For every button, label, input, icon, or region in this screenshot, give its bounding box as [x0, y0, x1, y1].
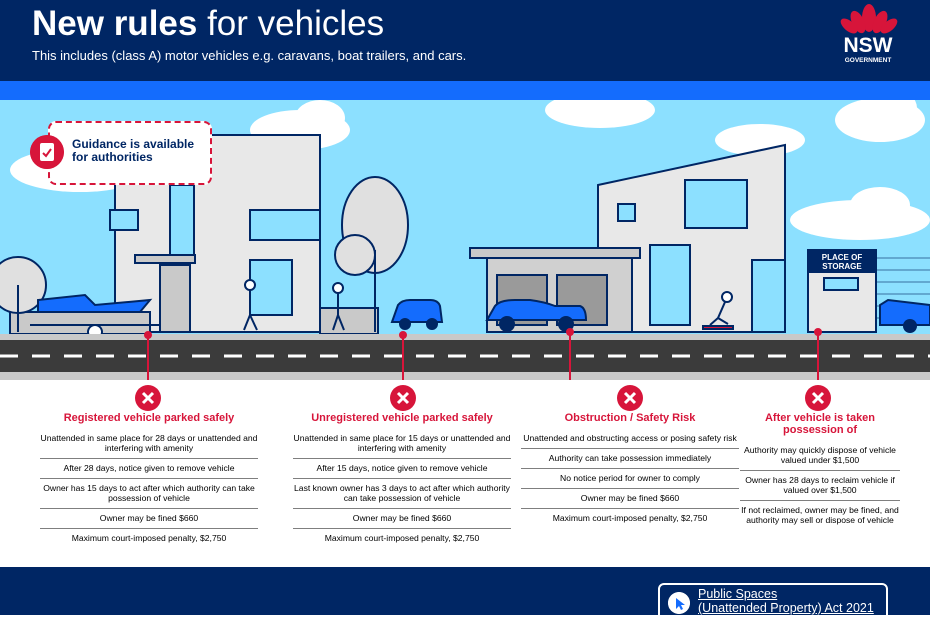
rule-item: Owner has 28 days to reclaim vehicle if …: [740, 471, 900, 501]
rule-item: After 28 days, notice given to remove ve…: [40, 459, 258, 479]
header-banner: [0, 0, 930, 81]
rule-item: Unattended and obstructing access or pos…: [521, 429, 739, 449]
blue-band: [0, 81, 930, 100]
rules-column-obstruction: Obstruction / Safety Risk Unattended and…: [521, 412, 739, 528]
rule-item: After 15 days, notice given to remove ve…: [293, 459, 511, 479]
page-subtitle: This includes (class A) motor vehicles e…: [32, 48, 467, 63]
page-title-bold: New rules: [32, 4, 198, 43]
rule-item: Owner may be fined $660: [40, 509, 258, 529]
rules-column-unregistered: Unregistered vehicle parked safely Unatt…: [293, 412, 511, 548]
page-title-rest: for vehicles: [197, 4, 385, 43]
cross-icon: [617, 385, 643, 411]
logo-nsw-text: NSW: [843, 34, 893, 57]
cursor-click-icon: [668, 592, 690, 614]
guidance-text: Guidance is available for authorities: [72, 138, 206, 164]
rule-item: Owner has 15 days to act after which aut…: [40, 479, 258, 509]
rule-item: Unattended in same place for 15 days or …: [293, 429, 511, 459]
document-check-icon: [30, 135, 64, 169]
guidance-line2: for authorities: [72, 150, 153, 164]
rule-item: Last known owner has 3 days to act after…: [293, 479, 511, 509]
rules-column-registered: Registered vehicle parked safely Unatten…: [40, 412, 258, 548]
rule-item: Owner may be fined $660: [293, 509, 511, 529]
rule-item: Authority can take possession immediatel…: [521, 449, 739, 469]
act-link[interactable]: Public Spaces (Unattended Property) Act …: [698, 587, 874, 615]
rules-column-possession: After vehicle is taken possession of Aut…: [740, 412, 900, 530]
guidance-line1: Guidance is available: [72, 137, 195, 151]
column-title: After vehicle is taken possession of: [764, 412, 876, 436]
logo-government-text: GOVERNMENT: [844, 57, 892, 64]
car-icon: [390, 298, 930, 326]
cross-icon: [135, 385, 161, 411]
cross-icon: [805, 385, 831, 411]
column-title: Obstruction / Safety Risk: [564, 412, 696, 424]
act-line2: (Unattended Property) Act 2021: [698, 601, 874, 615]
cross-icon: [390, 385, 416, 411]
rule-item: Maximum court-imposed penalty, $2,750: [552, 513, 708, 523]
rule-item: No notice period for owner to comply: [521, 469, 739, 489]
column-title: Registered vehicle parked safely: [63, 412, 235, 424]
guidance-callout: [48, 121, 212, 185]
rule-item: Maximum court-imposed penalty, $2,750: [324, 533, 480, 543]
column-title: Unregistered vehicle parked safely: [311, 412, 493, 424]
rule-item: Authority may quickly dispose of vehicle…: [740, 441, 900, 471]
page-title: New rules for vehicles: [32, 2, 384, 46]
footer-banner: [0, 567, 930, 615]
storage-line1: PLACE OF: [821, 253, 863, 262]
storage-line2: STORAGE: [822, 262, 862, 271]
rule-item: Unattended in same place for 28 days or …: [40, 429, 258, 459]
rule-item: If not reclaimed, owner may be fined, an…: [741, 505, 899, 525]
rule-item: Maximum court-imposed penalty, $2,750: [71, 533, 227, 543]
act-line1: Public Spaces: [698, 587, 778, 601]
waratah-logo-icon: [840, 4, 898, 34]
place-of-storage-label: PLACE OF STORAGE: [810, 253, 874, 271]
rule-item: Owner may be fined $660: [521, 489, 739, 509]
